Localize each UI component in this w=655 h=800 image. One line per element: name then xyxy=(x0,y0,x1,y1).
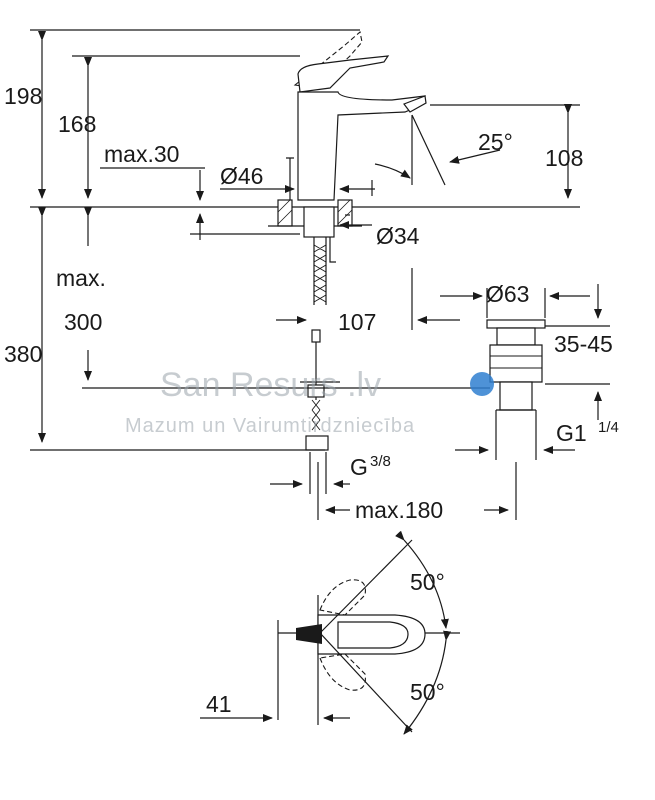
label-g38: G xyxy=(350,454,368,480)
label-angle50-bottom: 50° xyxy=(410,679,445,705)
label-380: 380 xyxy=(4,341,42,367)
logo-drop-icon xyxy=(470,372,494,396)
faucet-top-view xyxy=(200,530,460,735)
lever-swing-down xyxy=(319,653,366,691)
spout-tip xyxy=(403,95,427,113)
label-g38-frac: 3/8 xyxy=(370,453,391,470)
label-108: 108 xyxy=(545,145,583,171)
watermark-brand: San Resurs .lv xyxy=(160,366,381,404)
label-300: 300 xyxy=(64,309,102,335)
shank xyxy=(303,206,335,238)
supply-connector xyxy=(305,329,329,451)
label-168: 168 xyxy=(58,111,96,137)
label-g1-frac: 1/4 xyxy=(598,419,619,436)
label-max180: max.180 xyxy=(355,497,443,523)
label-198: 198 xyxy=(4,83,42,109)
pop-up-rod xyxy=(286,157,294,200)
waste-valve xyxy=(486,319,546,460)
faucet-body xyxy=(297,91,426,201)
label-dia34: Ø34 xyxy=(376,223,420,249)
lever-swing-up xyxy=(319,579,366,616)
label-41: 41 xyxy=(206,691,232,717)
watermark: San Resurs .lv Mazum un Vairumtirdzniecī… xyxy=(125,366,494,437)
lever-raised-outline xyxy=(293,30,363,89)
label-g1: G1 xyxy=(556,420,587,446)
label-107: 107 xyxy=(338,309,376,335)
label-max30: max.30 xyxy=(104,141,179,167)
watermark-tagline: Mazum un Vairumtirdzniecība xyxy=(125,415,415,437)
dimension-lines xyxy=(30,29,610,520)
lever xyxy=(297,55,390,93)
faucet-side-view xyxy=(30,30,427,305)
hose xyxy=(313,237,327,305)
label-angle25: 25° xyxy=(478,129,513,155)
label-35-45: 35-45 xyxy=(554,331,613,357)
top-lever-stub xyxy=(296,624,322,644)
label-max: max. xyxy=(56,265,106,291)
label-dia46: Ø46 xyxy=(220,163,263,189)
label-dia63: Ø63 xyxy=(486,281,529,307)
dimension-labels: 198 168 max.30 Ø46 25° 108 Ø34 max. 300 … xyxy=(4,83,619,717)
label-angle50-top: 50° xyxy=(410,569,445,595)
tail-pin xyxy=(329,237,336,263)
